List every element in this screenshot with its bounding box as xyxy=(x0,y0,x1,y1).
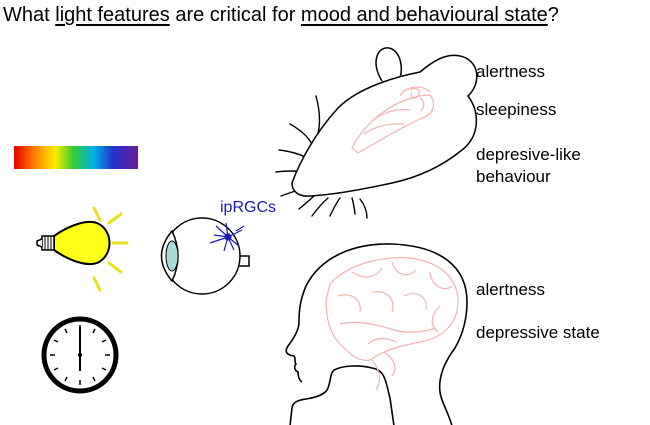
human-outcome-depressive-state: depressive state xyxy=(476,323,600,342)
title-highlight-light-features: light features xyxy=(55,4,170,26)
mouse-outcome-behaviour: behaviour xyxy=(476,167,551,186)
title-part-2: are critical for xyxy=(169,4,301,26)
mouse-outcome-alertness: alertness xyxy=(476,62,545,81)
diagram-title: What light features are critical for moo… xyxy=(3,2,649,28)
mouse-outcome-depressive-like: depresive-like xyxy=(476,145,581,164)
eye-icon xyxy=(160,217,250,295)
mouse-outcome-sleepiness: sleepiness xyxy=(476,100,557,119)
iprgc-neuron-icon xyxy=(209,222,245,252)
iprgc-label: ipRGCs xyxy=(220,199,277,216)
title-part-3: ? xyxy=(547,4,559,26)
clock-icon xyxy=(41,316,119,394)
human-head-icon xyxy=(285,243,468,425)
title-part-1: What xyxy=(3,4,56,26)
mouse-head-icon xyxy=(275,47,478,219)
human-outcome-alertness: alertness xyxy=(476,280,545,299)
light-bulb-icon xyxy=(36,206,129,292)
title-highlight-mood-state: mood and behavioural state xyxy=(300,4,548,26)
light-spectrum-icon xyxy=(14,146,138,169)
